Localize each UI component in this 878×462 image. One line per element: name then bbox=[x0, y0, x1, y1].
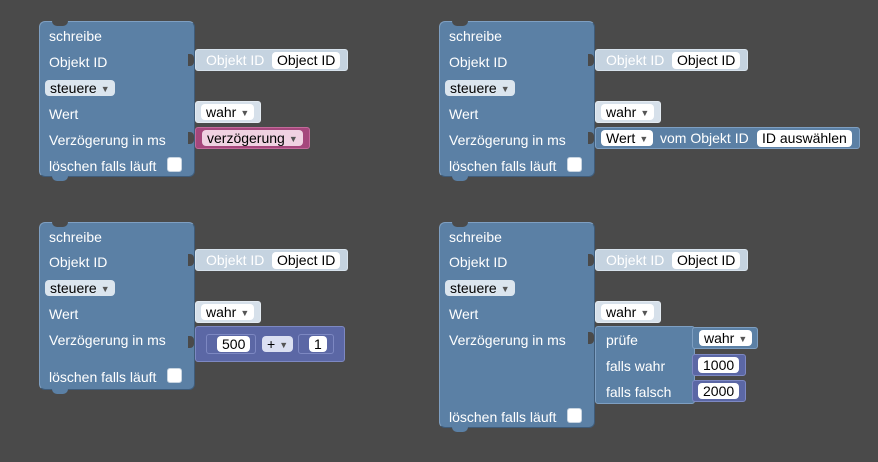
chevron-down-icon: ▼ bbox=[738, 334, 748, 344]
from-object-label: vom Objekt ID bbox=[660, 130, 749, 146]
input-connector bbox=[588, 132, 594, 144]
object-id-input-label: Objekt ID bbox=[206, 252, 265, 268]
block-title: schreibe bbox=[449, 229, 502, 245]
input-connector bbox=[188, 336, 194, 348]
value-label: Wert bbox=[449, 306, 479, 322]
clear-checkbox[interactable] bbox=[167, 368, 182, 383]
block-title: schreibe bbox=[49, 229, 102, 245]
number-field[interactable]: 500 bbox=[217, 336, 251, 352]
number-field[interactable]: 1 bbox=[309, 336, 327, 352]
number-field[interactable]: 2000 bbox=[698, 383, 740, 399]
object-id-field[interactable]: Object ID bbox=[672, 252, 741, 269]
object-id-input[interactable]: Objekt ID Object ID bbox=[195, 49, 348, 71]
condition-value-input[interactable]: wahr▼ bbox=[692, 327, 758, 349]
chevron-down-icon: ▼ bbox=[240, 108, 250, 118]
delay-variable-block[interactable]: verzögerung▼ bbox=[195, 127, 310, 149]
condition-block[interactable]: prüfe falls wahr falls falsch bbox=[595, 326, 695, 404]
mode-dropdown[interactable]: steuere▼ bbox=[45, 80, 115, 96]
object-id-input-label: Objekt ID bbox=[606, 252, 665, 268]
clear-label: löschen falls läuft bbox=[449, 409, 557, 425]
chevron-down-icon: ▼ bbox=[288, 134, 298, 144]
math-block[interactable]: 500 +▼ 1 bbox=[195, 326, 345, 362]
mode-dropdown[interactable]: steuere▼ bbox=[445, 280, 515, 296]
object-id-input[interactable]: Objekt ID Object ID bbox=[595, 49, 748, 71]
object-id-field[interactable]: Object ID bbox=[272, 52, 341, 69]
block-title: schreibe bbox=[49, 28, 102, 44]
input-connector bbox=[188, 254, 194, 266]
delay-label: Verzögerung in ms bbox=[449, 132, 566, 148]
delay-label: Verzögerung in ms bbox=[49, 332, 166, 348]
clear-checkbox[interactable] bbox=[567, 157, 582, 172]
write-block-3[interactable]: schreibe Objekt ID steuere▼ Wert Verzöge… bbox=[39, 222, 195, 394]
value-input[interactable]: wahr▼ bbox=[195, 301, 261, 323]
clear-checkbox[interactable] bbox=[167, 157, 182, 172]
block-title: schreibe bbox=[449, 28, 502, 44]
clear-checkbox[interactable] bbox=[567, 408, 582, 423]
if-true-label: falls wahr bbox=[606, 358, 666, 374]
value-input[interactable]: wahr▼ bbox=[195, 101, 261, 123]
value-dropdown[interactable]: wahr▼ bbox=[601, 104, 655, 120]
clear-label: löschen falls läuft bbox=[49, 369, 157, 385]
if-false-label: falls falsch bbox=[606, 384, 672, 400]
chevron-down-icon: ▼ bbox=[279, 340, 289, 350]
write-block-2[interactable]: schreibe Objekt ID steuere▼ Wert Verzöge… bbox=[439, 21, 595, 181]
math-operand-b[interactable]: 1 bbox=[298, 334, 334, 354]
chevron-down-icon: ▼ bbox=[640, 108, 650, 118]
object-id-input-label: Objekt ID bbox=[206, 52, 265, 68]
value-label: Wert bbox=[449, 106, 479, 122]
value-input[interactable]: wahr▼ bbox=[595, 301, 661, 323]
object-id-label: Objekt ID bbox=[449, 254, 508, 270]
object-id-label: Objekt ID bbox=[49, 254, 108, 270]
delay-label: Verzögerung in ms bbox=[449, 332, 566, 348]
chevron-down-icon: ▼ bbox=[240, 308, 250, 318]
true-number-block[interactable]: 1000 bbox=[692, 354, 746, 376]
number-field[interactable]: 1000 bbox=[698, 357, 740, 373]
object-id-field[interactable]: Object ID bbox=[272, 252, 341, 269]
clear-label: löschen falls läuft bbox=[49, 158, 157, 174]
value-dropdown[interactable]: wahr▼ bbox=[201, 304, 255, 320]
mode-dropdown[interactable]: steuere▼ bbox=[445, 80, 515, 96]
get-value-block[interactable]: Wert▼ vom Objekt ID ID auswählen bbox=[595, 127, 860, 149]
object-id-label: Objekt ID bbox=[49, 54, 108, 70]
value-input[interactable]: wahr▼ bbox=[595, 101, 661, 123]
variable-dropdown[interactable]: verzögerung▼ bbox=[202, 130, 303, 146]
input-connector bbox=[588, 54, 594, 66]
chevron-down-icon: ▼ bbox=[639, 134, 649, 144]
value-dropdown[interactable]: wahr▼ bbox=[201, 104, 255, 120]
condition-dropdown[interactable]: wahr▼ bbox=[699, 330, 753, 346]
input-connector bbox=[588, 332, 594, 344]
object-id-label: Objekt ID bbox=[449, 54, 508, 70]
value-dropdown[interactable]: wahr▼ bbox=[601, 304, 655, 320]
operator-dropdown[interactable]: +▼ bbox=[262, 336, 294, 352]
property-dropdown[interactable]: Wert▼ bbox=[601, 130, 654, 146]
object-id-input[interactable]: Objekt ID Object ID bbox=[595, 249, 748, 271]
chevron-down-icon: ▼ bbox=[500, 84, 510, 94]
chevron-down-icon: ▼ bbox=[100, 284, 110, 294]
object-id-input-label: Objekt ID bbox=[606, 52, 665, 68]
mode-dropdown[interactable]: steuere▼ bbox=[45, 280, 115, 296]
write-block-4[interactable]: schreibe Objekt ID steuere▼ Wert Verzöge… bbox=[439, 222, 595, 432]
input-connector bbox=[188, 132, 194, 144]
object-id-input[interactable]: Objekt ID Object ID bbox=[195, 249, 348, 271]
chevron-down-icon: ▼ bbox=[500, 284, 510, 294]
input-connector bbox=[588, 254, 594, 266]
object-id-field[interactable]: Object ID bbox=[672, 52, 741, 69]
false-number-block[interactable]: 2000 bbox=[692, 380, 746, 402]
math-operand-a[interactable]: 500 bbox=[206, 334, 256, 354]
chevron-down-icon: ▼ bbox=[100, 84, 110, 94]
value-label: Wert bbox=[49, 306, 79, 322]
delay-label: Verzögerung in ms bbox=[49, 132, 166, 148]
check-label: prüfe bbox=[606, 332, 638, 348]
write-block-1[interactable]: schreibe Objekt ID steuere▼ Wert Verzöge… bbox=[39, 21, 195, 181]
clear-label: löschen falls läuft bbox=[449, 158, 557, 174]
value-label: Wert bbox=[49, 106, 79, 122]
input-connector bbox=[188, 54, 194, 66]
select-id-field[interactable]: ID auswählen bbox=[757, 130, 852, 147]
chevron-down-icon: ▼ bbox=[640, 308, 650, 318]
